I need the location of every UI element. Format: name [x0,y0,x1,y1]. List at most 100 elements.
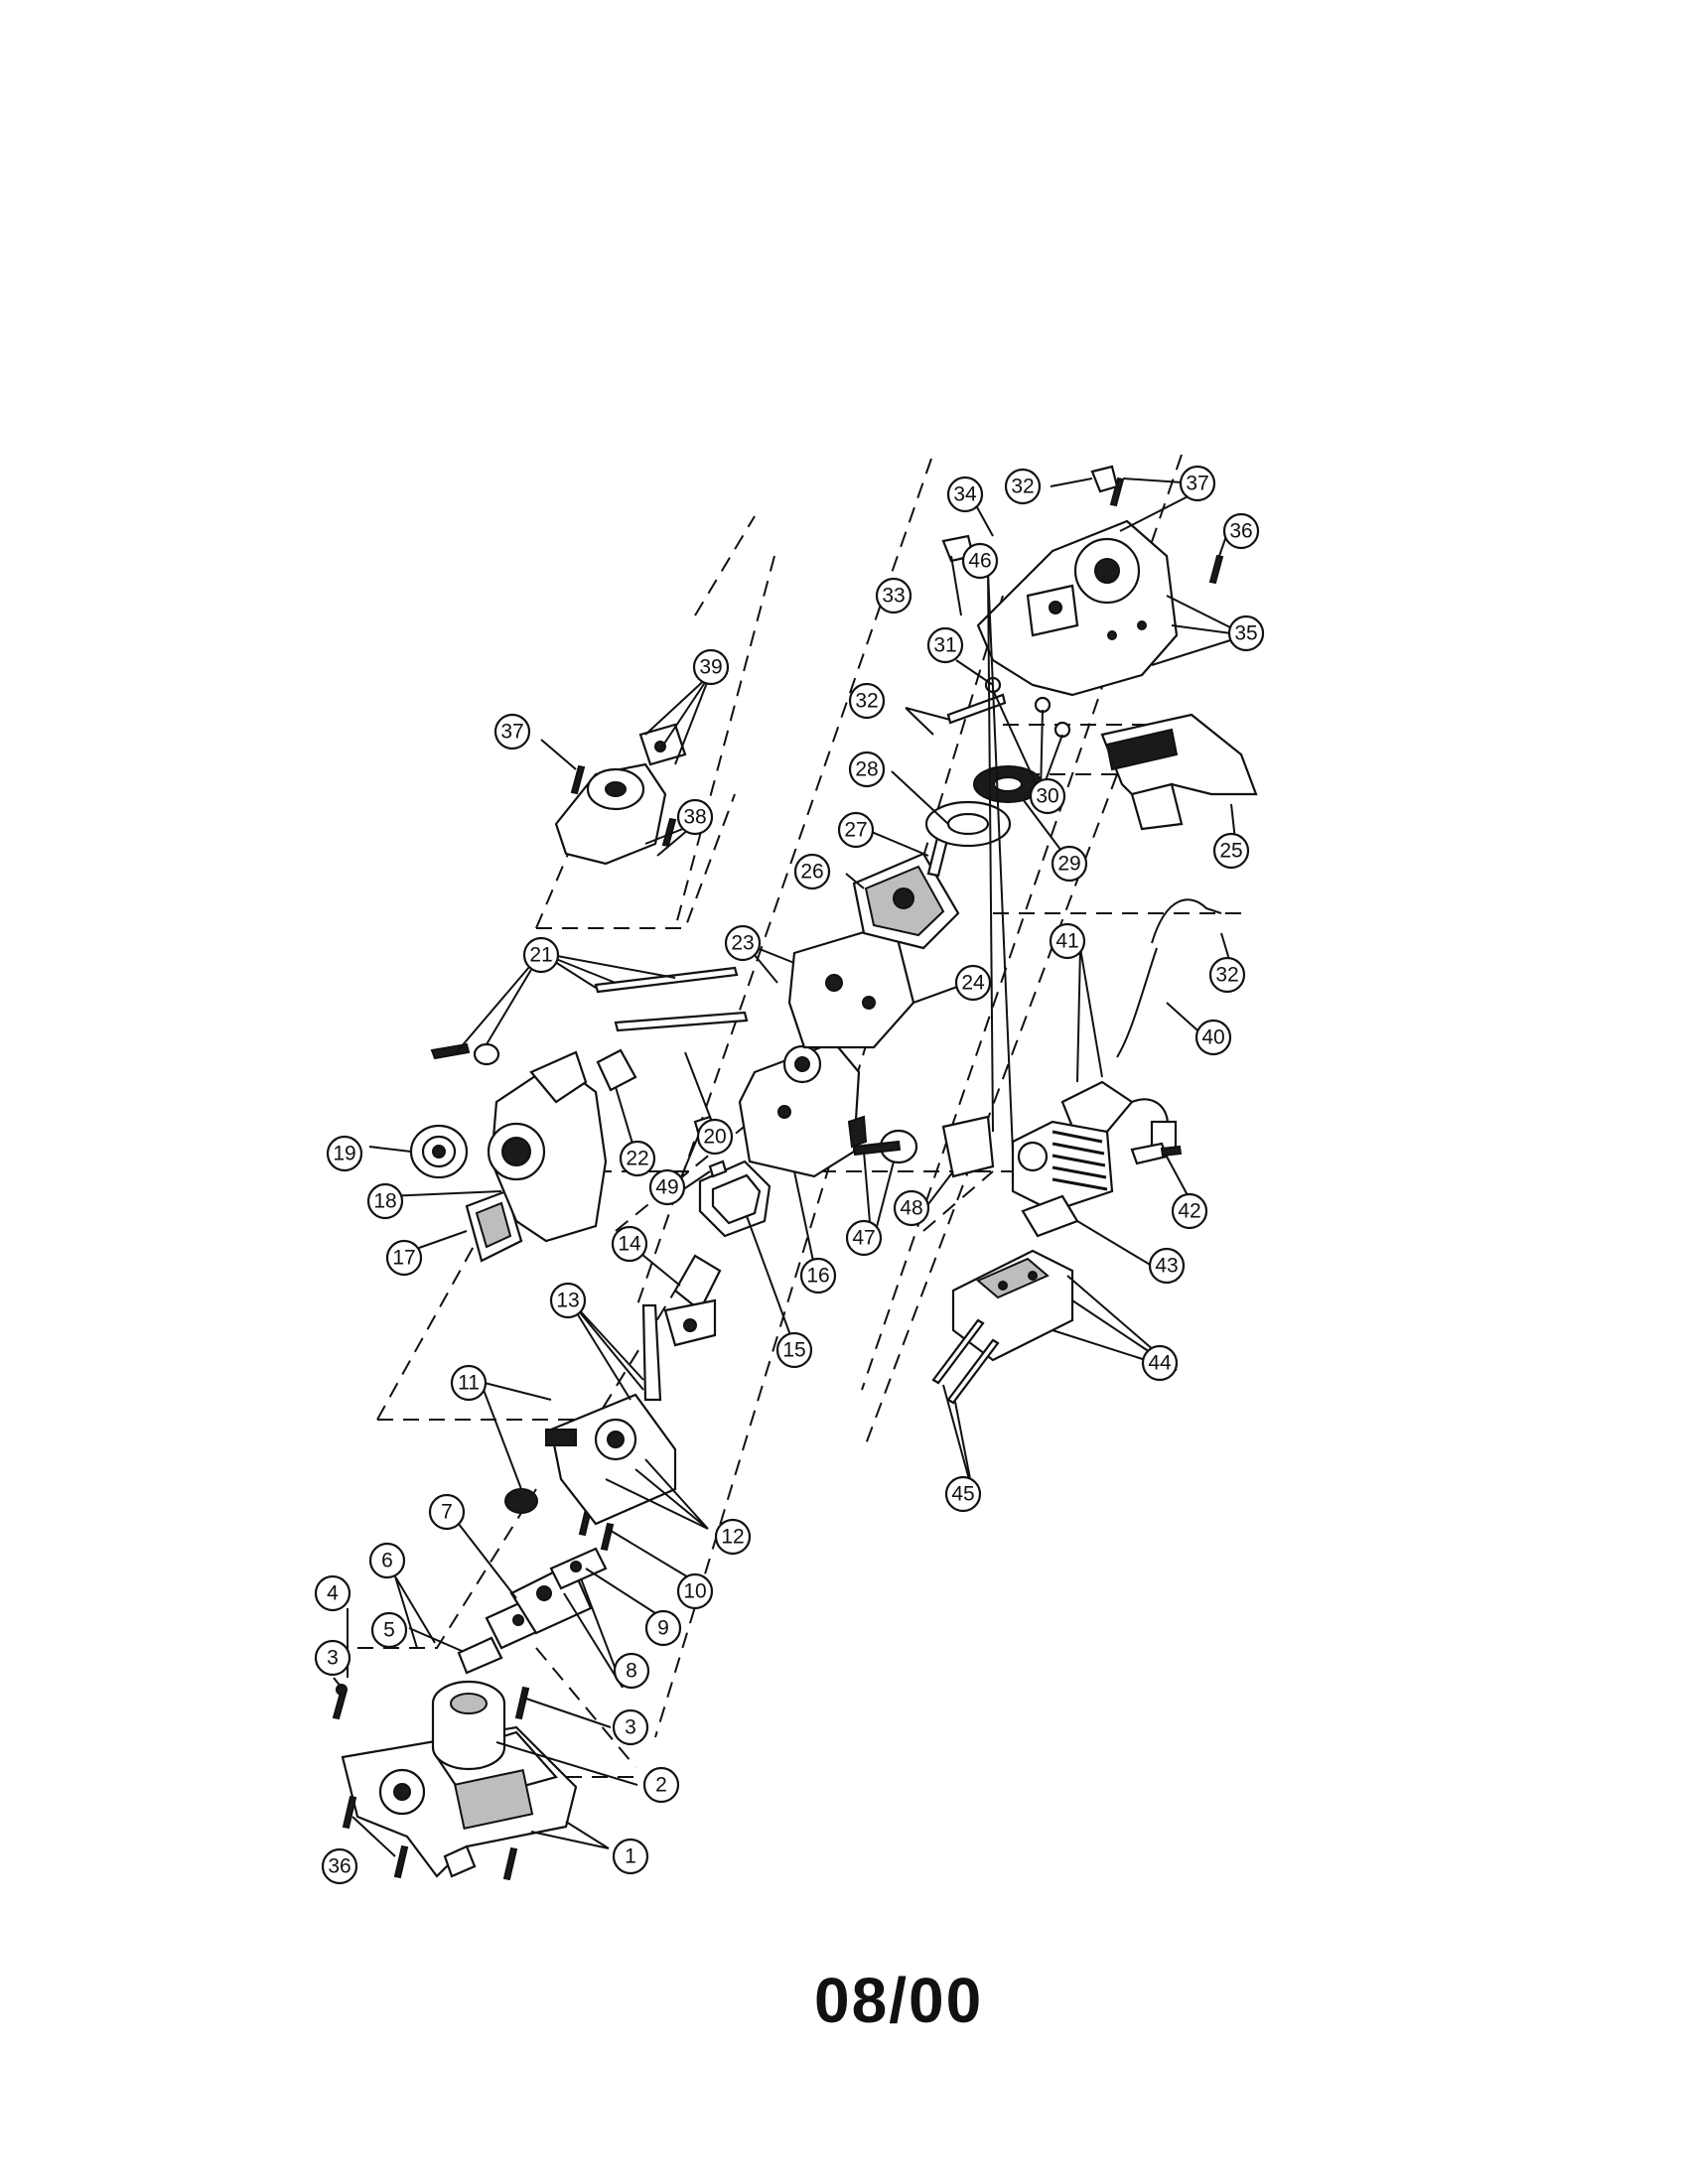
callout-34: 34 [946,476,984,513]
callout-1: 1 [612,1838,649,1875]
callout-41: 41 [1049,922,1086,960]
part-17-bracket [465,1189,523,1263]
callout-15: 15 [775,1331,813,1369]
callout-23: 23 [724,924,762,962]
part-40-ignition-wire [1116,898,1222,1058]
callout-22: 22 [619,1140,656,1177]
svg-text:38: 38 [683,806,706,829]
callout-6: 6 [368,1542,406,1579]
svg-text:31: 31 [933,634,956,657]
svg-text:9: 9 [657,1617,669,1640]
part-47-48-piston [852,1115,995,1178]
callout-32: 32 [1004,468,1042,505]
callout-35: 35 [1227,614,1265,652]
callout-24: 24 [954,964,992,1002]
part-5-9-carburetor [457,1547,608,1675]
svg-text:5: 5 [383,1619,395,1642]
callout-11: 11 [450,1364,488,1402]
part-30-35-starter-housing [976,519,1179,697]
callout-3: 3 [314,1639,351,1677]
svg-text:10: 10 [683,1580,706,1603]
part-42-spark-plug [1130,1142,1183,1165]
svg-text:23: 23 [731,932,754,955]
svg-text:3: 3 [327,1647,339,1670]
svg-text:32: 32 [855,690,878,713]
callout-17: 17 [385,1239,423,1277]
part-15-gasket [698,1160,772,1238]
svg-text:2: 2 [655,1774,667,1797]
svg-text:39: 39 [699,656,722,679]
svg-text:27: 27 [844,819,867,842]
callout-40: 40 [1194,1019,1232,1056]
callout-48: 48 [893,1189,930,1227]
svg-text:15: 15 [782,1339,805,1362]
part-11-13-carb-body [504,1303,677,1526]
svg-text:43: 43 [1155,1255,1178,1278]
callout-16: 16 [799,1257,837,1295]
svg-text:26: 26 [800,861,823,884]
callout-49: 49 [648,1168,686,1206]
svg-text:13: 13 [556,1290,579,1312]
callout-12: 12 [714,1518,752,1556]
callout-14: 14 [611,1225,648,1263]
svg-text:11: 11 [458,1372,480,1395]
svg-text:45: 45 [951,1483,974,1506]
svg-text:12: 12 [721,1526,744,1549]
callout-25: 25 [1212,832,1250,870]
callout-37: 37 [1179,465,1216,502]
callout-18: 18 [366,1182,404,1220]
svg-text:28: 28 [855,758,878,781]
callout-3: 3 [612,1708,649,1746]
svg-text:40: 40 [1201,1026,1224,1049]
part-29-spring [973,765,1043,803]
callout-31: 31 [926,626,964,664]
callout-20: 20 [696,1118,734,1156]
callout-8: 8 [613,1652,650,1690]
callout-45: 45 [944,1475,982,1513]
svg-text:25: 25 [1219,840,1242,863]
svg-text:36: 36 [1229,520,1252,543]
screws [332,477,1224,1881]
callout-7: 7 [428,1493,466,1531]
svg-text:19: 19 [333,1143,355,1165]
svg-text:30: 30 [1036,785,1058,808]
callout-27: 27 [837,811,875,849]
svg-text:16: 16 [806,1265,829,1288]
svg-text:1: 1 [625,1845,636,1868]
callout-30: 30 [1029,777,1066,815]
svg-text:49: 49 [655,1176,678,1199]
part-2-filter [431,1680,506,1771]
callout-4: 4 [314,1574,351,1612]
callout-32: 32 [1208,956,1246,994]
svg-text:8: 8 [626,1660,637,1683]
svg-text:35: 35 [1234,622,1257,645]
part-20-22-fuel-lines [430,966,749,1092]
callout-42: 42 [1171,1192,1208,1230]
callout-47: 47 [845,1219,883,1257]
part-44-muffler [951,1249,1074,1362]
svg-text:17: 17 [392,1247,415,1270]
callout-37: 37 [493,713,531,751]
svg-text:18: 18 [373,1190,396,1213]
part-26-flywheel [852,852,960,950]
callout-9: 9 [644,1609,682,1647]
callout-38: 38 [676,798,714,836]
svg-text:42: 42 [1178,1200,1200,1223]
svg-text:24: 24 [961,972,985,995]
svg-text:41: 41 [1055,930,1078,953]
svg-text:20: 20 [703,1126,726,1149]
date-code: 08/00 [814,1965,984,2036]
svg-text:22: 22 [626,1148,648,1170]
callout-5: 5 [370,1611,408,1649]
svg-text:37: 37 [1186,473,1208,495]
svg-text:4: 4 [327,1582,339,1605]
callout-39: 39 [692,648,730,686]
callout-19: 19 [326,1135,363,1172]
callout-29: 29 [1051,845,1088,883]
svg-text:32: 32 [1215,964,1238,987]
part-41-ignition-module [1060,1080,1178,1154]
part-16-crankcase [738,1040,868,1178]
svg-text:3: 3 [625,1716,636,1739]
part-45-bolts [931,1318,1000,1405]
